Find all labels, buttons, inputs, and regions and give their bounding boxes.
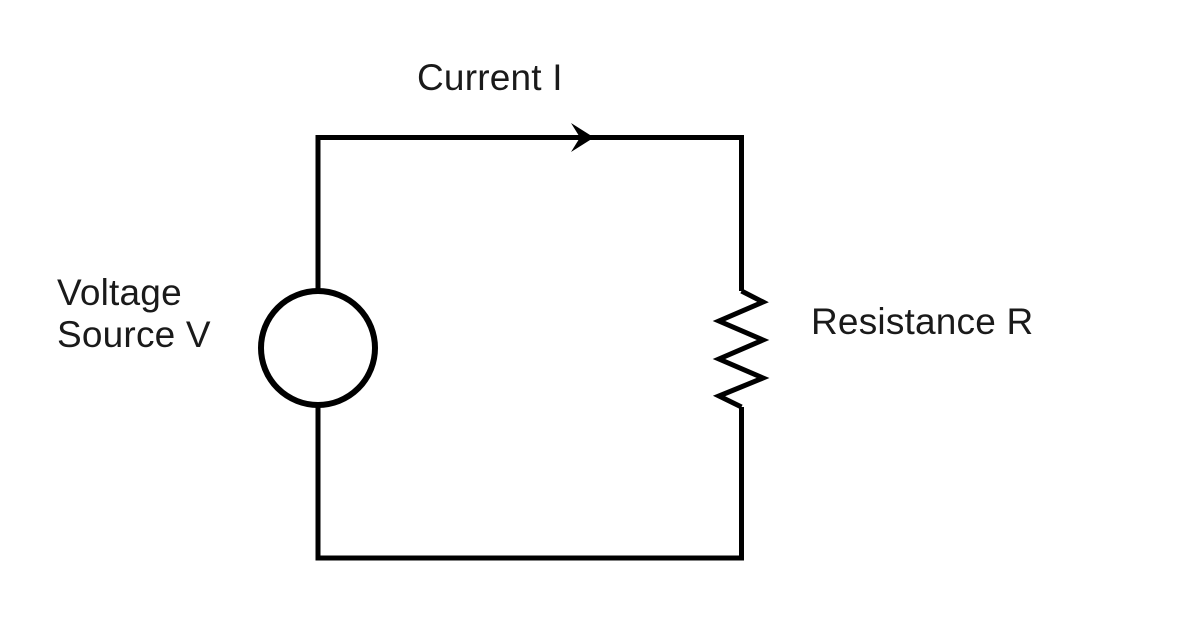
voltage-source-symbol [258, 288, 378, 408]
resistance-label: Resistance R [811, 301, 1034, 342]
resistor-zigzag-icon [712, 288, 770, 410]
current-label: Current I [417, 57, 563, 98]
wire-bottom-loop [315, 406, 744, 561]
voltage-label-line2: Source V [57, 314, 211, 355]
current-arrow-icon [571, 123, 594, 152]
wire-top-loop [315, 135, 744, 291]
voltage-source-label: Voltage Source V [57, 272, 211, 356]
voltage-label-line1: Voltage [57, 272, 182, 313]
